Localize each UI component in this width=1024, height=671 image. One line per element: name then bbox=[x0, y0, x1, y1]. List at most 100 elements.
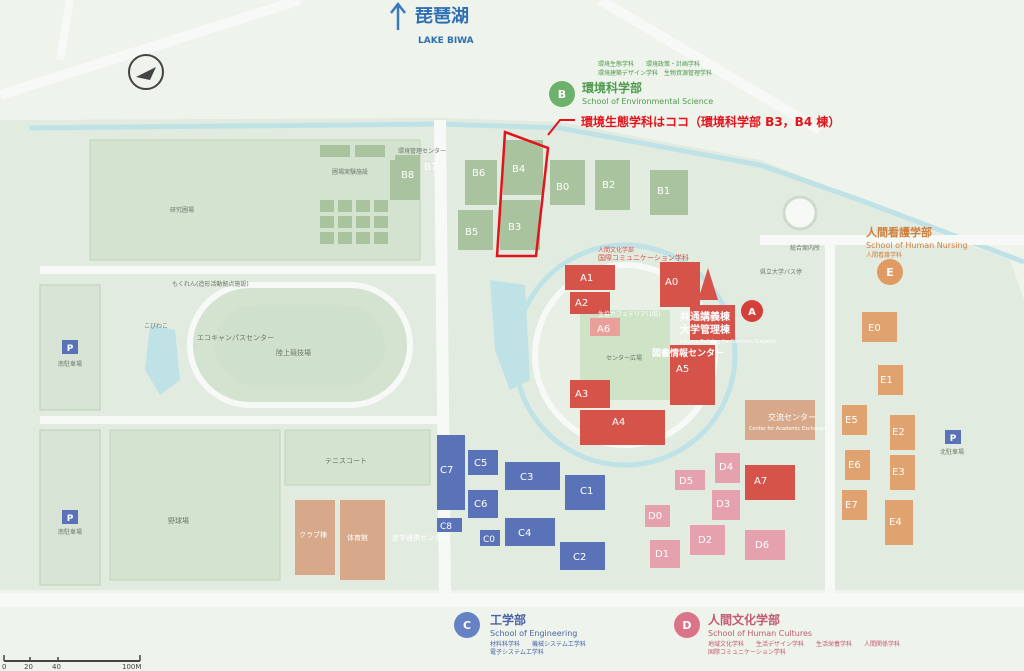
lake-jp: 琵琶湖 bbox=[415, 6, 469, 27]
road-north bbox=[56, 0, 74, 61]
label-E4: E4 bbox=[889, 517, 902, 528]
label-A2: A2 bbox=[575, 298, 588, 309]
label-A3: A3 bbox=[575, 389, 588, 400]
building-B8 bbox=[390, 160, 420, 200]
label-D0: D0 bbox=[648, 511, 662, 522]
nurse-buildings bbox=[842, 312, 915, 545]
tennis-court bbox=[284, 429, 431, 486]
label-A7: A7 bbox=[754, 476, 767, 487]
building-D5 bbox=[675, 470, 705, 490]
building-A3 bbox=[570, 380, 610, 408]
parking-p-east: P bbox=[950, 434, 957, 444]
callout-box bbox=[495, 130, 550, 258]
badge-D bbox=[674, 612, 700, 638]
label-E5: E5 bbox=[845, 415, 858, 426]
building-C8 bbox=[437, 518, 462, 532]
building-D4 bbox=[715, 453, 740, 483]
label-D5: D5 bbox=[679, 476, 693, 487]
building-C5 bbox=[468, 450, 498, 475]
building-E5 bbox=[842, 405, 867, 435]
faculty-D-en: School of Human Cultures bbox=[708, 629, 812, 638]
lecture-building-label: 共通講義棟 bbox=[680, 310, 731, 323]
label-B2: B2 bbox=[602, 180, 615, 191]
road-northwest bbox=[0, 0, 302, 100]
building-E0 bbox=[862, 312, 897, 342]
building-A1 bbox=[565, 265, 615, 290]
faculty-E-en: School of Human Nursing bbox=[866, 241, 968, 250]
label-baseball: 野球場 bbox=[168, 516, 189, 525]
common-buildings bbox=[565, 262, 795, 500]
label-B1: B1 bbox=[657, 186, 670, 197]
building-B6 bbox=[465, 160, 497, 205]
intl-comm-label: 国際コミュニケーション学科 bbox=[598, 253, 689, 262]
scale-0: 0 bbox=[2, 663, 6, 671]
building-C2 bbox=[560, 542, 605, 570]
faculty-B-en: School of Environmental Science bbox=[582, 97, 713, 106]
parking-icon-north bbox=[62, 340, 78, 354]
label-B6: B6 bbox=[472, 168, 485, 179]
label-E6: E6 bbox=[848, 460, 861, 471]
admin-building-label: 大学管理棟 bbox=[680, 323, 731, 336]
building-B2 bbox=[595, 160, 630, 210]
research-field bbox=[89, 139, 421, 261]
parking-p-north: P bbox=[67, 344, 74, 354]
lake-en: LAKE BIWA bbox=[418, 36, 474, 46]
faculty-C-dept1: 材料科学科 機械システム工学科 bbox=[490, 640, 586, 648]
label-bus-stop: 県立大学バス停 bbox=[760, 268, 802, 276]
scale-40: 40 bbox=[52, 663, 61, 671]
pond-west bbox=[145, 325, 180, 395]
label-C7: C7 bbox=[440, 465, 453, 476]
eng-buildings bbox=[437, 435, 605, 570]
building-B3 bbox=[500, 200, 540, 250]
canal bbox=[29, 121, 1024, 265]
label-D6: D6 bbox=[755, 540, 769, 551]
building-B0 bbox=[550, 160, 585, 205]
building-A6 bbox=[590, 318, 620, 336]
label-B3: B3 bbox=[508, 222, 521, 233]
label-kobiwako: こびわこ bbox=[144, 322, 168, 330]
compass-icon bbox=[128, 54, 164, 90]
building-D0 bbox=[645, 505, 670, 527]
faculty-C-jp: 工学部 bbox=[490, 612, 526, 627]
faculty-D-dept1: 地域文化学科 生活デザイン学科 生活栄養学科 人間関係学科 bbox=[708, 640, 900, 648]
athletic-field bbox=[215, 305, 385, 385]
exchange-center bbox=[745, 400, 815, 440]
pond-central bbox=[490, 280, 530, 390]
label-tennis: テニスコート bbox=[325, 457, 367, 465]
label-E3: E3 bbox=[892, 467, 905, 478]
building-A4 bbox=[580, 410, 665, 445]
library-label: 図書情報センター bbox=[652, 347, 724, 359]
building-C7 bbox=[437, 435, 465, 510]
building-E2 bbox=[890, 415, 915, 450]
label-industry: 産学連携センター bbox=[392, 533, 448, 542]
label-mokurenkan: もくれん(造形活動拠点施設) bbox=[172, 280, 249, 288]
building-D1 bbox=[650, 540, 680, 568]
scale-bar bbox=[3, 655, 141, 662]
building-C0 bbox=[480, 530, 500, 546]
label-D3: D3 bbox=[716, 499, 730, 510]
north-arrow-icon bbox=[390, 1, 406, 30]
building-E7 bbox=[842, 490, 867, 520]
label-D2: D2 bbox=[698, 535, 712, 546]
badge-C bbox=[454, 612, 480, 638]
label-A5: A5 bbox=[676, 364, 689, 375]
tower bbox=[698, 268, 718, 300]
greenhouses bbox=[320, 145, 388, 244]
label-exchange-en: Center for Academic Exchange bbox=[749, 426, 826, 432]
lecture-en-label: Lecture Building for Common Subjects bbox=[680, 339, 776, 345]
label-D4: D4 bbox=[719, 462, 733, 473]
label-C1: C1 bbox=[580, 486, 593, 497]
gym-building bbox=[340, 500, 385, 580]
label-E0: E0 bbox=[868, 323, 881, 334]
badge-B-letter: B bbox=[558, 88, 566, 101]
label-C0: C0 bbox=[483, 535, 495, 545]
label-cafeteria: 生協カフェテリア(1階) bbox=[598, 310, 661, 318]
building-D3 bbox=[712, 490, 740, 520]
building-A5 bbox=[670, 345, 715, 405]
label-exchange: 交流センター bbox=[768, 412, 816, 422]
label-B0: B0 bbox=[556, 182, 569, 193]
badge-E bbox=[877, 259, 903, 285]
callout-line bbox=[547, 119, 575, 136]
label-eco-campus: エコキャンパスセンター bbox=[197, 333, 274, 342]
badge-D-letter: D bbox=[682, 619, 691, 632]
